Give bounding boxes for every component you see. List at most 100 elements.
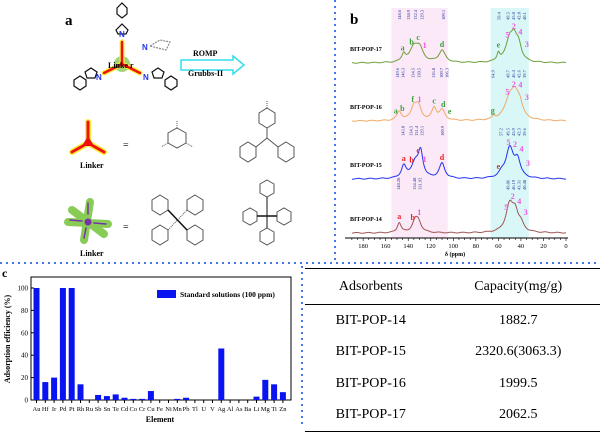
nmr-chemical-shift: 132.4 (413, 9, 418, 20)
legend-label: Standard solutions (100 ppm) (180, 290, 275, 299)
legend-swatch (157, 290, 176, 298)
x-tick-label: Sn (103, 406, 111, 413)
nmr-x-axis-label: δ (ppm) (445, 251, 465, 258)
x-tick-label: Mn (173, 406, 183, 413)
nmr-peak-label: 3 (525, 40, 529, 49)
bar-Mg (262, 379, 269, 400)
nmr-spectrum-line (351, 85, 567, 122)
benzene-core-structure (160, 121, 194, 149)
nmr-chemical-shift: 49.7 (505, 69, 510, 78)
nmr-chemical-shift: 109.9 (440, 125, 445, 136)
nmr-peak-label: g (491, 106, 495, 115)
nmr-chemical-shift: 45.9 (511, 127, 516, 136)
y-tick-label: 100 (18, 285, 29, 293)
bar-Hf (42, 382, 49, 400)
nmr-spectrum-name: BIT-POP-16 (350, 105, 382, 111)
nitrogen-atom: N (143, 73, 149, 82)
x-tick-label: Ti (271, 406, 277, 413)
nmr-peak-label: 3 (526, 159, 530, 168)
nmr-peak-label: b (400, 104, 405, 113)
x-tick-label: Pt (69, 406, 75, 413)
nmr-tick-label: 160 (381, 243, 391, 250)
chart-plot-area (30, 276, 292, 401)
nmr-peak-label: a (397, 212, 401, 221)
nmr-peak-label: 3 (525, 93, 529, 102)
tetra-linker-symbol (64, 198, 112, 244)
nmr-spectrum-name: BIT-POP-17 (350, 47, 382, 53)
x-tick-label: Pd (59, 406, 67, 413)
reaction-catalyst-label: Grubbs-II (188, 69, 223, 78)
bar-Ti (271, 384, 278, 400)
tri-linker-label: Linker (80, 161, 104, 170)
table-header-adsorbents: Adsorbents (305, 268, 437, 305)
nmr-chemical-shift: 131.92 (417, 178, 422, 190)
nmr-tick-label: 180 (358, 243, 368, 250)
bar-Te (112, 394, 119, 400)
panel-c-label: c (2, 266, 8, 280)
nmr-chemical-shift: 46.4 (511, 69, 516, 78)
x-tick-label: Ba (244, 406, 251, 413)
nmr-chemical-shift: 57.2 (499, 128, 504, 136)
nmr-peak-label: 5 (505, 30, 509, 39)
nmr-peak-label: 2 (512, 80, 516, 89)
table-cell: BIT-POP-14 (335, 312, 406, 328)
nmr-chemical-shift: 45.8 (511, 11, 516, 20)
nmr-peak-label: d (441, 100, 446, 109)
nmr-peak-label: 1 (423, 41, 427, 50)
nmr-peak-label: c (432, 96, 436, 105)
bar-Sb (95, 394, 102, 400)
nmr-peak-label: 1 (418, 95, 422, 104)
nmr-chemical-shift: 131.4 (414, 125, 419, 136)
nmr-peak-label: d (440, 40, 445, 49)
nmr-peak-label: c (416, 146, 420, 155)
x-tick-label: Au (33, 406, 42, 413)
nmr-peak-label: 1 (417, 208, 421, 217)
nmr-peak-label: 2 (513, 140, 517, 149)
equals-sign: = (123, 140, 129, 151)
aliphatic-region-band (490, 8, 529, 238)
nmr-spectrum-name: BIT-POP-15 (350, 163, 382, 169)
x-tick-label: Cd (121, 406, 129, 413)
bar-Cr (139, 398, 146, 400)
nmr-chemical-shift: 134.48 (412, 177, 417, 190)
nmr-chemical-shift: 46.19 (511, 179, 516, 190)
nmr-peak-label: a (401, 44, 405, 53)
nmr-peak-label: e (448, 107, 452, 116)
x-tick-label: Te (112, 406, 119, 413)
nmr-peak-label: b (410, 213, 415, 222)
x-tick-label: Rh (77, 406, 85, 413)
reaction-arrow (180, 54, 246, 76)
spirobifluorene-core-structure (151, 194, 204, 246)
nmr-tick-label: 60 (495, 243, 502, 250)
nmr-peak-label: b (409, 156, 414, 165)
nmr-peak-label: 5 (505, 87, 509, 96)
x-tick-label: Fe (156, 406, 163, 413)
nmr-spectrum-name: BIT-POP-14 (350, 217, 382, 223)
center-linker-label: Linke r (108, 61, 134, 70)
y-tick-label: 20 (21, 374, 29, 382)
nmr-chemical-shift: 148.28 (396, 177, 401, 190)
nmr-peak-label: 2 (512, 22, 516, 31)
nmr-chemical-shift: 134.5 (409, 125, 414, 136)
nmr-peak-label: f (411, 95, 414, 104)
x-tick-label: Sb (95, 406, 102, 413)
tri-linker-symbol (69, 119, 107, 155)
nmr-peak-label: 2 (511, 192, 515, 201)
bar-Pb (183, 397, 190, 400)
nmr-chemical-shift: 40.48 (522, 179, 527, 190)
nmr-peak-label: c (416, 33, 420, 42)
triphenylmethane-core-structure (239, 100, 295, 163)
nmr-chemical-shift: 109.1 (441, 10, 446, 20)
nmr-peak-label: 4 (517, 197, 521, 206)
nmr-chemical-shift: 43.31 (517, 180, 522, 190)
bar-Ag (218, 348, 225, 400)
x-tick-label: Zn (279, 406, 287, 413)
nitrogen-atom: N (96, 73, 102, 82)
nmr-chemical-shift: 59.4 (496, 11, 501, 20)
nmr-tick-label: 100 (448, 243, 458, 250)
y-tick-label: 80 (21, 307, 29, 315)
table-cell: 1999.5 (498, 375, 538, 391)
